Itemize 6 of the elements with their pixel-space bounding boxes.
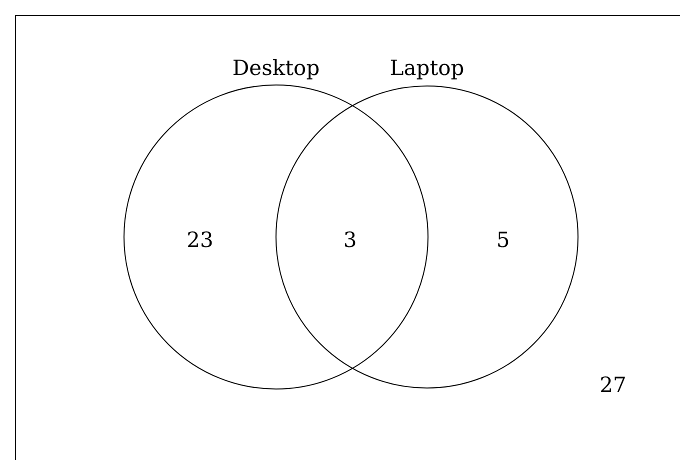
set-label: Desktop [232,56,320,80]
set-label: Laptop [390,56,464,80]
count-label: 23 [186,227,214,253]
count-label: 5 [496,227,510,253]
count-label: 27 [600,372,626,398]
count-label: 3 [343,227,357,253]
